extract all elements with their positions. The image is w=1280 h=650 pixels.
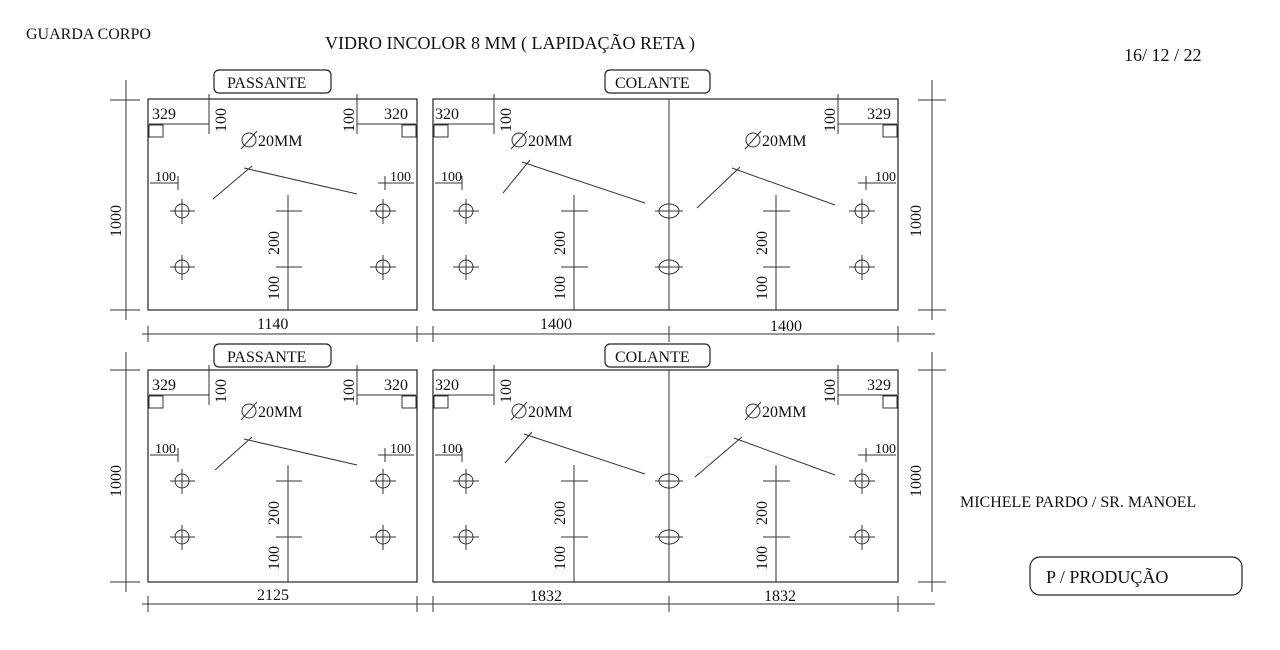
corner-320-colante-bottom: 320	[435, 377, 459, 394]
side-100-left: 100	[155, 170, 176, 185]
hole-size-label: 20MM	[258, 133, 302, 150]
hole-size-colante-right-bottom: 20MM	[762, 404, 806, 421]
colante-label-frame-top	[604, 69, 711, 94]
leader-a	[212, 165, 253, 200]
height-label-right-bottom: 1000	[908, 465, 925, 497]
drawing-date: 16/ 12 / 22	[1124, 45, 1202, 65]
dim-100-colante-right-bottom: 100	[754, 546, 771, 570]
hole-size-passante-bottom: 20MM	[258, 404, 302, 421]
corner-100-bl: 100	[213, 379, 230, 403]
corner-329-bl: 329	[152, 377, 176, 394]
corner-100-colante-tr: 100	[822, 108, 839, 132]
side-100-right-bottom: 100	[390, 442, 411, 457]
colante-panel-bottom	[432, 369, 899, 583]
corner-320-tr: 320	[384, 106, 408, 123]
passante-label-top: PASSANTE	[227, 75, 306, 92]
side-100-colante-right-top: 100	[875, 170, 896, 185]
corner-100-colante-bl: 100	[498, 379, 515, 403]
side-100-right: 100	[390, 170, 411, 185]
dim-100-passante-bottom: 100	[266, 546, 283, 570]
dim-200-colante-right-bottom: 200	[754, 501, 771, 525]
corner-notch-tl	[148, 124, 164, 138]
passante-label-frame-top	[213, 69, 332, 94]
width-passante-top: 1140	[257, 316, 288, 333]
passante-label-frame-bottom	[213, 343, 332, 368]
corner-notch-tr	[401, 124, 417, 138]
corner-100-colante-br: 100	[822, 379, 839, 403]
side-100-left-bottom: 100	[155, 442, 176, 457]
dim-100-colante-left-top: 100	[552, 276, 569, 300]
corner-329-colante-top: 329	[867, 106, 891, 123]
corner-329-tl: 329	[152, 106, 176, 123]
passante-label-bottom: PASSANTE	[227, 349, 306, 366]
colante-label-top: COLANTE	[615, 75, 690, 92]
drawing-title-left: GUARDA CORPO	[26, 26, 151, 43]
width-colante-right-bottom: 1832	[764, 588, 796, 605]
leader-b	[243, 167, 358, 195]
colante-label-frame-bottom	[604, 343, 711, 368]
dim-100-passante-top: 100	[266, 276, 283, 300]
hole-crosses-passante-bottom	[170, 469, 396, 550]
height-label-left-bottom: 1000	[108, 465, 125, 497]
side-100-colante-right-bottom: 100	[875, 442, 896, 457]
dim-200-colante-left-bottom: 200	[552, 501, 569, 525]
corner-100-colante-tl: 100	[498, 108, 515, 132]
passante-panel-top	[147, 98, 418, 311]
corner-100-tr: 100	[341, 108, 358, 132]
colante-label-bottom: COLANTE	[615, 349, 690, 366]
width-passante-bottom: 2125	[257, 587, 289, 604]
corner-100-tl: 100	[213, 108, 230, 132]
width-colante-left-bottom: 1832	[530, 588, 562, 605]
diameter-symbol-icon	[241, 132, 257, 148]
client-name: MICHELE PARDO / SR. MANOEL	[960, 494, 1196, 511]
width-colante-left-top: 1400	[540, 316, 572, 333]
bottom-row: PASSANTE COLANTE 1000 1000 329 100 320 1…	[108, 343, 946, 612]
height-label-right-top: 1000	[908, 205, 925, 237]
height-label-left-top: 1000	[108, 205, 125, 237]
production-badge-frame	[1029, 556, 1243, 596]
colante-panel-top	[432, 98, 899, 311]
passante-panel-bottom	[147, 369, 418, 583]
dim-200-colante-left-top: 200	[552, 231, 569, 255]
dim-100-colante-right-top: 100	[754, 276, 771, 300]
hole-crosses-colante-bottom	[453, 469, 875, 550]
side-100-colante-left-top: 100	[441, 170, 462, 185]
corner-320-colante-top: 320	[435, 106, 459, 123]
dim-200-passante-bottom: 200	[266, 501, 283, 525]
hole-size-colante-left-bottom: 20MM	[528, 404, 572, 421]
dim-200-colante-right-top: 200	[754, 231, 771, 255]
corner-100-br: 100	[341, 379, 358, 403]
hole-crosses-passante-top	[170, 199, 396, 280]
dim-200-passante-top: 200	[266, 231, 283, 255]
corner-329-colante-bottom: 329	[867, 377, 891, 394]
hole-size-colante-left-top: 20MM	[528, 133, 572, 150]
top-row: PASSANTE COLANTE 1000 1000 329 100 320 1…	[108, 69, 946, 342]
dim-100-colante-left-bottom: 100	[552, 546, 569, 570]
drawing-title-center: VIDRO INCOLOR 8 MM ( LAPIDAÇÃO RETA )	[325, 32, 695, 54]
hole-size-colante-right-top: 20MM	[762, 133, 806, 150]
diameter-slash-icon	[240, 130, 258, 150]
side-100-colante-left-bottom: 100	[441, 442, 462, 457]
width-colante-right-top: 1400	[770, 318, 802, 335]
hole-crosses-colante-top	[453, 199, 875, 280]
production-badge-text: P / PRODUÇÃO	[1046, 566, 1168, 587]
corner-320-br: 320	[384, 377, 408, 394]
